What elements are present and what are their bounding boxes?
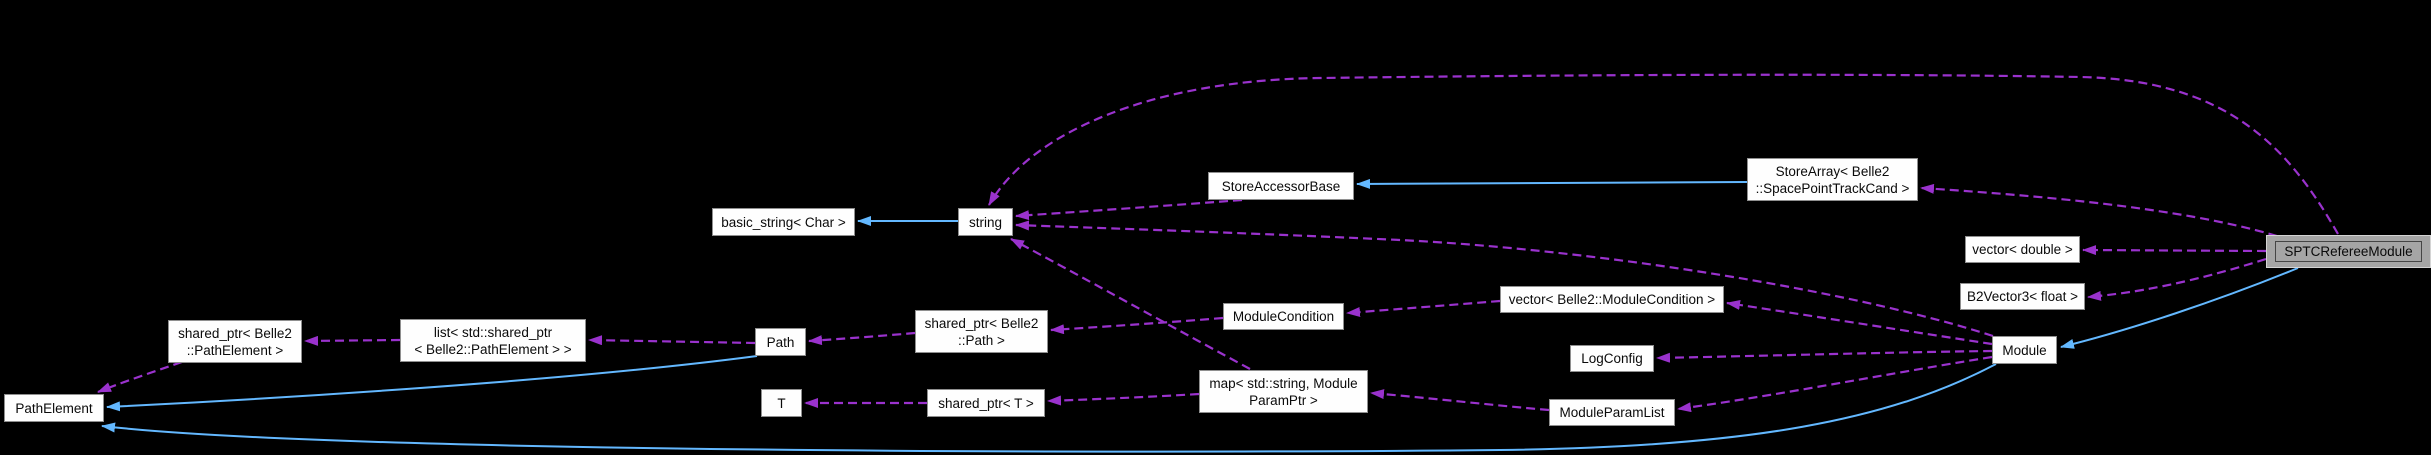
edge-shared-ptr-belle2-path-uses-path bbox=[808, 331, 916, 346]
node-store-array[interactable]: StoreArray< Belle2 ::SpacePointTrackCand… bbox=[1747, 158, 1918, 201]
node-sptc-referee-module[interactable]: SPTCRefereeModule bbox=[2266, 235, 2431, 268]
edge-module-param-list-uses-map-module-param bbox=[1370, 389, 1550, 412]
edge-module-condition-uses-shared-ptr-belle2-path bbox=[1050, 316, 1224, 335]
edge-shared-ptr-path-element-uses-path-element bbox=[97, 360, 183, 394]
edge-map-module-param-uses-string bbox=[1010, 238, 1251, 370]
edge-module-uses-vector-module-condition bbox=[1726, 299, 1993, 346]
node-store-accessor-base[interactable]: StoreAccessorBase bbox=[1208, 172, 1354, 200]
edge-path-uses-list-shared-ptr bbox=[588, 335, 756, 346]
edge-module-uses-log-config bbox=[1656, 349, 1993, 363]
node-t[interactable]: T bbox=[761, 389, 802, 417]
edge-store-array-inherits-store-accessor-base bbox=[1356, 178, 1748, 189]
node-module[interactable]: Module bbox=[1992, 336, 2057, 364]
node-b2vector3-float[interactable]: B2Vector3< float > bbox=[1960, 283, 2085, 310]
node-module-param-list[interactable]: ModuleParamList bbox=[1549, 399, 1675, 426]
edge-sptc-referee-module-uses-b2vector3 bbox=[2087, 257, 2267, 301]
node-string[interactable]: string bbox=[958, 208, 1013, 236]
edge-path-inherits-path-element bbox=[106, 355, 758, 412]
edge-vector-module-condition-uses-module-condition bbox=[1346, 299, 1501, 318]
node-path-element[interactable]: PathElement bbox=[4, 394, 104, 422]
node-list-shared-ptr[interactable]: list< std::shared_ptr < Belle2::PathElem… bbox=[400, 319, 586, 362]
node-module-condition[interactable]: ModuleCondition bbox=[1223, 303, 1344, 330]
edge-sptc-referee-module-uses-store-array bbox=[1920, 183, 2278, 238]
node-shared-ptr-t[interactable]: shared_ptr< T > bbox=[927, 389, 1045, 417]
edge-sptc-referee-module-uses-vector-double bbox=[2082, 245, 2267, 256]
node-vector-double[interactable]: vector< double > bbox=[1965, 236, 2080, 263]
edge-sptc-referee-module-inherits-module bbox=[2060, 267, 2299, 349]
edge-module-uses-module-param-list bbox=[1677, 355, 1993, 413]
edge-module-inherits-path-element bbox=[101, 363, 1997, 453]
node-shared-ptr-belle2-path[interactable]: shared_ptr< Belle2 ::Path > bbox=[915, 310, 1048, 353]
node-vector-module-condition[interactable]: vector< Belle2::ModuleCondition > bbox=[1500, 286, 1724, 313]
node-shared-ptr-path-element[interactable]: shared_ptr< Belle2 ::PathElement > bbox=[168, 320, 302, 363]
node-path-element-label: PathElement bbox=[15, 400, 93, 416]
edge-map-module-param-uses-shared-ptr-t bbox=[1047, 392, 1200, 406]
node-log-config[interactable]: LogConfig bbox=[1570, 345, 1654, 372]
node-path[interactable]: Path bbox=[755, 328, 806, 356]
edge-module-uses-string bbox=[1015, 220, 1994, 338]
node-map-module-param[interactable]: map< std::string, Module ParamPtr > bbox=[1199, 370, 1368, 413]
edge-store-accessor-base-uses-string bbox=[1015, 198, 1243, 221]
node-basic-string[interactable]: basic_string< Char > bbox=[712, 208, 855, 236]
edge-sptc-referee-module-uses-string bbox=[988, 73, 2339, 235]
edge-list-shared-ptr-uses-shared-ptr-path-element bbox=[304, 335, 401, 346]
